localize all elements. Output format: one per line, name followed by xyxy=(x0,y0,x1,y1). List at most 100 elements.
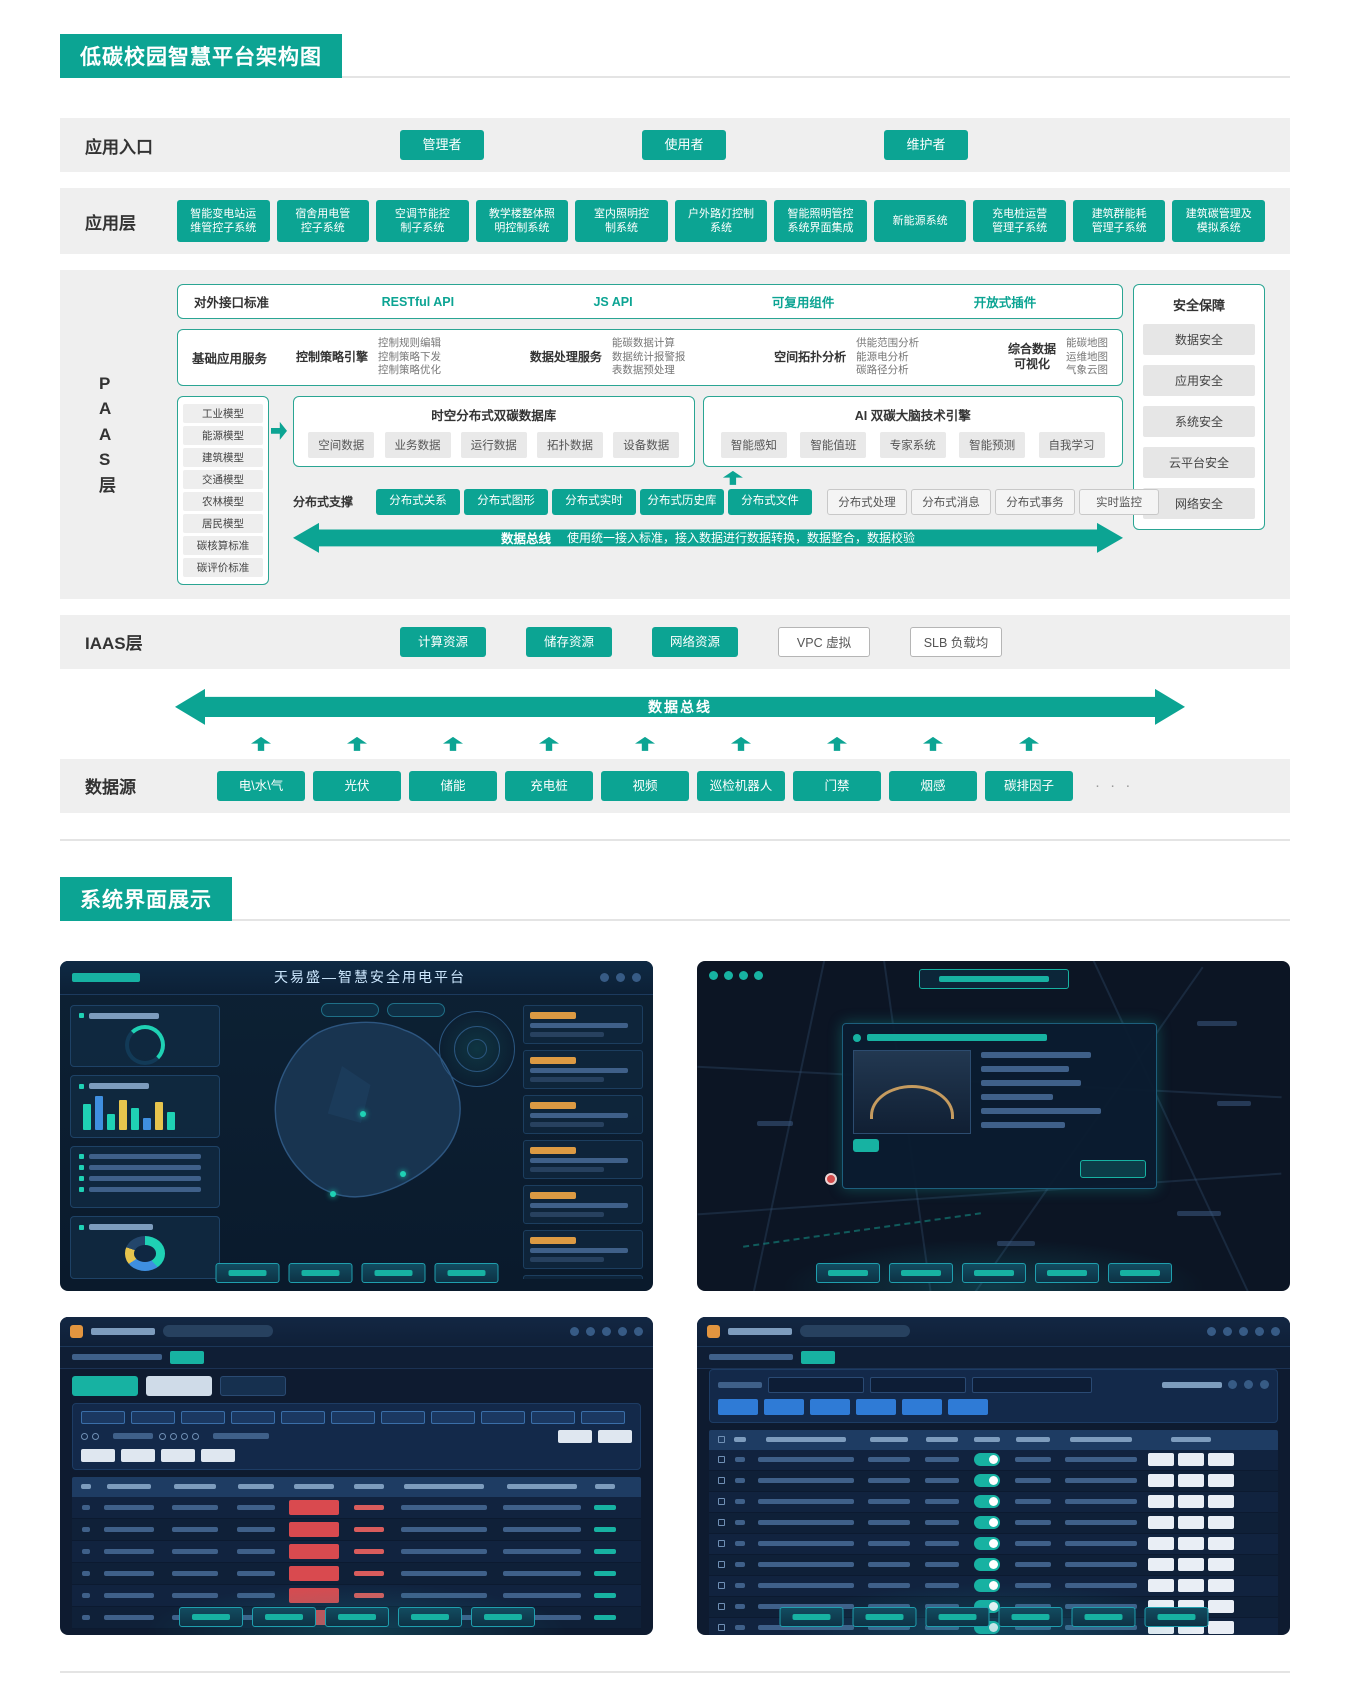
white-button xyxy=(161,1448,195,1462)
cell-text xyxy=(1007,1583,1059,1589)
cell-alarm-level xyxy=(344,1526,394,1532)
service-group: 空间拓扑分析 供能范围分析 能源电分析 碳路径分析 xyxy=(774,337,919,378)
interface-item: 开放式插件 xyxy=(973,296,1037,310)
ai-engine-items: 智能感知智能值班专家系统智能预测自我学习 xyxy=(714,431,1112,458)
up-arrow-icon xyxy=(539,736,559,751)
list-row xyxy=(79,1153,211,1159)
field-line xyxy=(981,1093,1053,1100)
alarm-badge xyxy=(289,1499,339,1515)
cell-datetime xyxy=(1059,1562,1143,1568)
app-logo xyxy=(707,1324,720,1338)
table-header xyxy=(709,1429,1278,1450)
toolbar-button xyxy=(1107,1262,1172,1283)
skeleton-text xyxy=(530,1202,628,1208)
arrow-slot xyxy=(793,736,881,751)
filter-button xyxy=(231,1410,275,1424)
cell-text xyxy=(917,1520,967,1526)
header-cell xyxy=(917,1437,967,1443)
service-name: 控制策略引擎 xyxy=(296,349,369,364)
toolbar-button xyxy=(324,1606,389,1627)
panel-title xyxy=(79,1012,211,1019)
cell-actions xyxy=(1143,1516,1239,1530)
model-item: 碳核算标准 xyxy=(183,535,263,555)
s1-title: 天易盛—智慧安全用电平台 xyxy=(274,969,466,986)
skeleton-text xyxy=(113,1433,153,1440)
table-row xyxy=(72,1584,641,1607)
cell-text xyxy=(861,1541,917,1547)
nav-pill xyxy=(320,1002,379,1017)
skeleton-text xyxy=(530,1031,605,1037)
dot-icon xyxy=(724,970,733,980)
chart-bar xyxy=(107,1113,115,1130)
section2-header: 系统界面展示 xyxy=(60,876,1290,921)
cell-text xyxy=(162,1504,228,1510)
action-button xyxy=(1178,1537,1204,1551)
service-name: 综合数据 可视化 xyxy=(1007,342,1056,372)
filter-select xyxy=(972,1376,1092,1393)
cell-index xyxy=(76,1548,96,1554)
main-data-bus-title: 数据总线 xyxy=(648,698,712,715)
filter-button xyxy=(531,1410,575,1424)
action-button xyxy=(1148,1474,1174,1488)
screenshot-smart-power-platform: 天易盛—智慧安全用电平台 xyxy=(60,960,653,1291)
cell-datetime xyxy=(1059,1520,1143,1526)
table-row xyxy=(709,1491,1278,1513)
screenshot-device-management xyxy=(697,1316,1290,1635)
screenshot-map-device-popup xyxy=(697,960,1290,1291)
skeleton-text xyxy=(1119,1269,1160,1276)
cell-text xyxy=(1007,1520,1059,1526)
models-box: 工业模型能源模型建筑模型交通模型农林模型居民模型碳核算标准碳评价标准 xyxy=(177,395,269,585)
s1-toolbar xyxy=(215,1262,498,1283)
map-point xyxy=(400,1170,406,1177)
gauge-chart xyxy=(125,1024,165,1065)
data-source-node: 巡检机器人 xyxy=(697,770,785,801)
arrow-slot xyxy=(313,736,401,751)
subsystem-node: 室内照明控 制系统 xyxy=(575,200,668,242)
cell-datetime xyxy=(494,1548,590,1554)
data-source-items: 电\水\气光伏储能充电桩视频巡检机器人门禁烟感碳排因子 xyxy=(217,770,1073,801)
filter-panel xyxy=(709,1368,1278,1423)
table-row xyxy=(709,1470,1278,1492)
skeleton-text xyxy=(530,1121,605,1127)
tool-icon xyxy=(1260,1380,1269,1390)
skeleton-text xyxy=(264,1613,303,1620)
subsystem-node: 建筑碳管理及 模拟系统 xyxy=(1172,200,1266,242)
checkbox-group xyxy=(159,1432,199,1440)
white-button xyxy=(558,1429,592,1443)
cell-toggle xyxy=(967,1579,1007,1593)
enable-toggle xyxy=(974,1516,1000,1530)
data-source-node: 光伏 xyxy=(313,770,401,801)
view-detail-button xyxy=(1080,1159,1146,1178)
cell-text xyxy=(228,1548,284,1554)
chart-bar xyxy=(83,1103,91,1130)
service-group: 数据处理服务 能碳数据计算 数据统计报警报 表数据预处理 xyxy=(530,337,686,378)
chart-bar xyxy=(143,1117,151,1130)
cell-actions xyxy=(1143,1579,1239,1593)
alarm-card xyxy=(523,1004,643,1044)
action-button xyxy=(1178,1453,1204,1467)
cell-actions xyxy=(1143,1495,1239,1509)
radio-icon xyxy=(170,1432,177,1440)
distributed-node: 分布式实时 xyxy=(552,488,636,515)
service-details: 能碳地图 运维地图 气象云图 xyxy=(1066,337,1108,377)
s4-header xyxy=(697,1316,1290,1347)
data-sources-label: 数据源 xyxy=(85,778,136,798)
cell-detail-link xyxy=(590,1504,620,1510)
chart-bar xyxy=(155,1101,163,1130)
skeleton-text xyxy=(337,1613,376,1620)
cell-alarm-badge xyxy=(284,1521,344,1537)
chart-bar xyxy=(167,1111,175,1130)
bullet-icon xyxy=(79,1224,84,1230)
alarm-time-text xyxy=(530,1056,576,1064)
chart-bar xyxy=(95,1095,103,1130)
bar-chart xyxy=(79,1095,211,1130)
skeleton-text xyxy=(938,1613,976,1620)
skeleton-text xyxy=(89,1083,149,1090)
skeleton-text xyxy=(213,1433,269,1440)
province-map xyxy=(274,1021,461,1198)
header-cell xyxy=(751,1437,861,1443)
map-label xyxy=(1217,1100,1251,1106)
model-item: 农林模型 xyxy=(183,491,263,511)
menu-icon xyxy=(1255,1326,1264,1336)
action-row xyxy=(718,1398,1269,1415)
